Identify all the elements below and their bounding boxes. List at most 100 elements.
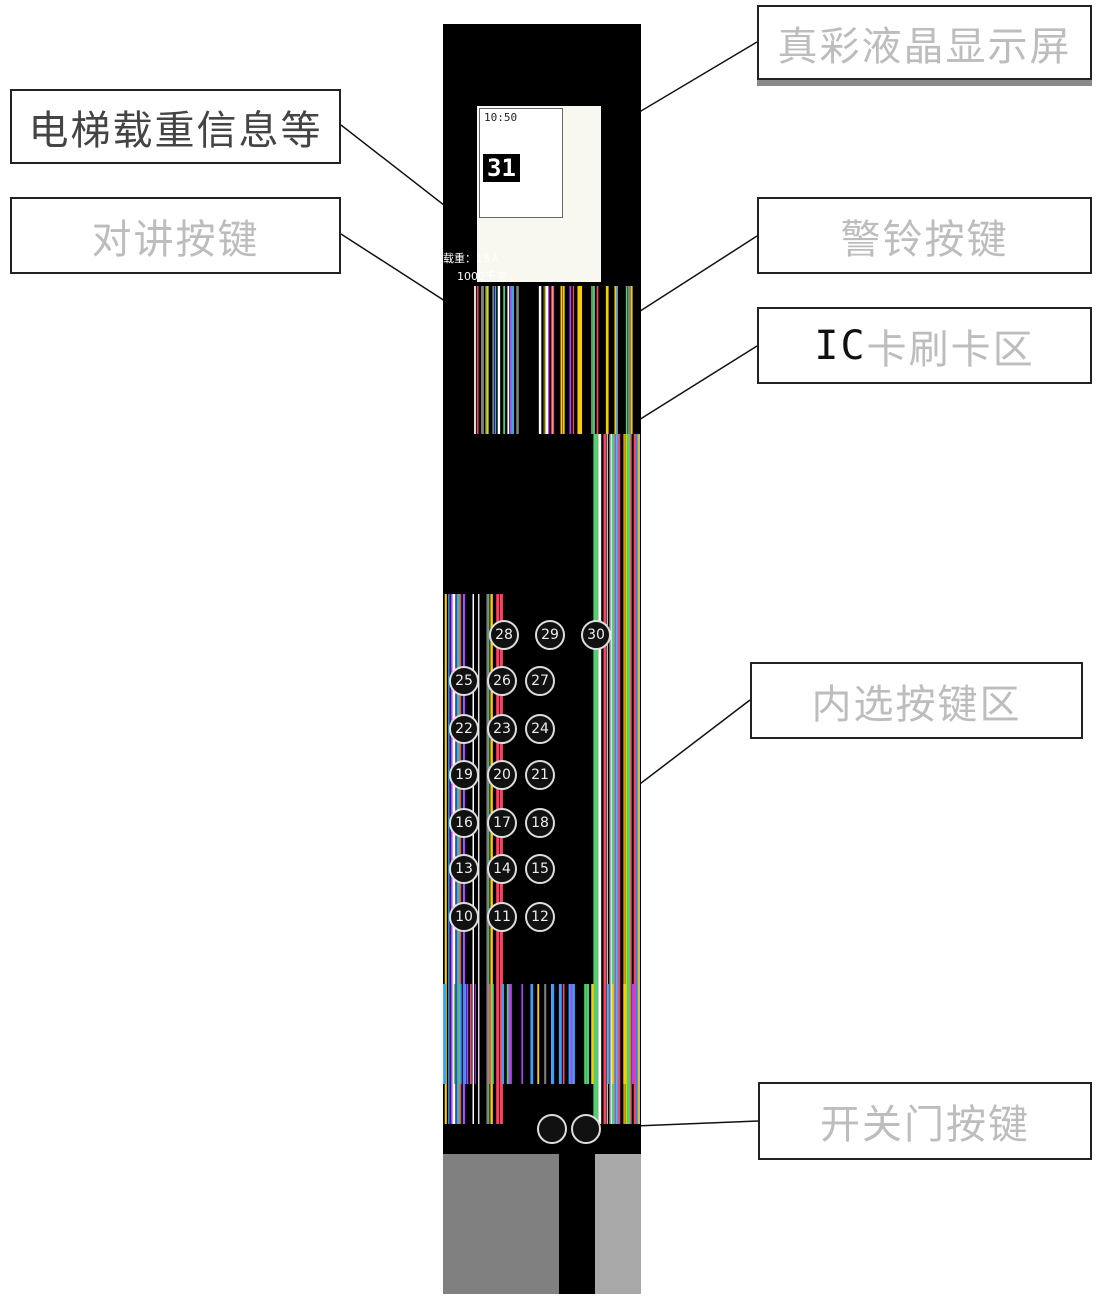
callout-info-label: 电梯载重信息等 <box>28 107 323 154</box>
artifact-stripe <box>614 286 617 434</box>
artifact-stripe <box>626 434 630 1124</box>
floor-button-16[interactable]: 16 <box>449 808 479 838</box>
artifact-stripe <box>508 984 512 1084</box>
artifact-stripe <box>510 286 514 434</box>
artifact-stripe <box>544 984 547 1084</box>
floor-button-23[interactable]: 23 <box>487 714 517 744</box>
artifact-stripe <box>443 984 446 1084</box>
artifact-stripe <box>497 286 501 434</box>
artifact-stripe <box>538 286 542 434</box>
artifact-stripe <box>611 984 614 1084</box>
floor-button-26[interactable]: 26 <box>487 666 517 696</box>
artifact-stripe <box>448 594 450 1124</box>
artifact-stripe <box>598 434 602 1124</box>
floor-button-29[interactable]: 29 <box>535 620 565 650</box>
artifact-stripe <box>494 286 497 434</box>
artifact-stripe <box>537 984 540 1084</box>
artifact-stripe <box>551 286 553 434</box>
callout-floor-buttons: 内选按键区 <box>750 662 1083 739</box>
floor-button-14[interactable]: 14 <box>487 854 517 884</box>
artifact-stripe <box>570 984 573 1084</box>
floor-button-15[interactable]: 15 <box>525 854 555 884</box>
floor-button-13[interactable]: 13 <box>449 854 479 884</box>
artifact-stripe <box>486 594 489 1124</box>
callout-lcd-label: 真彩液晶显示屏 <box>777 23 1072 70</box>
artifact-stripe <box>628 434 632 1124</box>
artifact-stripe <box>632 984 635 1084</box>
clock-text: 10:50 <box>484 111 518 124</box>
floor-button-11[interactable]: 11 <box>487 902 517 932</box>
floor-button-17[interactable]: 17 <box>487 808 517 838</box>
artifact-stripe <box>507 286 510 434</box>
floor-button-18[interactable]: 18 <box>525 808 555 838</box>
floor-button-24[interactable]: 24 <box>525 714 555 744</box>
callout-info: 电梯载重信息等 <box>10 89 341 164</box>
floor-button-25[interactable]: 25 <box>449 666 479 696</box>
artifact-stripe <box>568 984 571 1084</box>
artifact-stripe <box>592 286 595 434</box>
artifact-stripe <box>476 286 479 434</box>
artifact-stripe <box>611 434 615 1124</box>
artifact-stripe <box>627 286 631 434</box>
artifact-stripe <box>562 286 565 434</box>
artifact-stripe <box>474 984 476 1084</box>
artifact-stripe <box>478 594 480 1124</box>
artifact-stripe <box>562 984 565 1084</box>
artifact-stripe <box>572 984 575 1084</box>
artifact-stripe <box>548 286 550 434</box>
callout-alarm: 警铃按键 <box>757 197 1092 274</box>
artifact-stripe <box>466 984 469 1084</box>
panel-base-dark <box>559 1154 595 1294</box>
artifact-stripe <box>516 286 519 434</box>
artifact-stripe <box>637 434 640 1124</box>
artifact-stripe <box>444 594 447 1124</box>
artifact-stripe <box>474 286 476 434</box>
floor-button-28[interactable]: 28 <box>489 620 519 650</box>
artifact-stripe <box>606 434 608 1124</box>
callout-intercom-label: 对讲按键 <box>91 216 260 263</box>
floor-button-12[interactable]: 12 <box>525 902 555 932</box>
door-open-button[interactable] <box>537 1114 567 1144</box>
artifact-stripe <box>470 984 472 1084</box>
floor-button-27[interactable]: 27 <box>525 666 555 696</box>
artifact-stripe <box>569 286 572 434</box>
artifact-stripe <box>584 984 587 1084</box>
artifact-stripe <box>623 984 626 1084</box>
artifact-stripe <box>603 434 606 1124</box>
artifact-stripe <box>607 984 610 1084</box>
artifact-stripe <box>596 434 599 1124</box>
artifact-stripe <box>503 286 506 434</box>
artifact-stripe <box>506 984 509 1084</box>
floor-button-21[interactable]: 21 <box>525 760 555 790</box>
artifact-stripe <box>591 984 594 1084</box>
artifact-stripe <box>464 984 467 1084</box>
floor-button-20[interactable]: 20 <box>487 760 517 790</box>
artifact-stripe <box>633 434 637 1124</box>
callout-alarm-label: 警铃按键 <box>840 216 1009 263</box>
lcd-clock: 10:50 <box>479 108 563 218</box>
floor-button-22[interactable]: 22 <box>449 714 479 744</box>
artifact-stripe <box>593 434 596 1124</box>
floor-button-19[interactable]: 19 <box>449 760 479 790</box>
load-info-line2: 1000千克 <box>457 270 507 283</box>
artifact-stripe <box>492 286 495 434</box>
panel-base-light <box>595 1154 641 1294</box>
artifact-stripe <box>509 286 512 434</box>
door-close-button[interactable] <box>571 1114 601 1144</box>
artifact-stripe <box>552 286 555 434</box>
artifact-stripe <box>610 434 612 1124</box>
artifact-stripe <box>595 434 598 1124</box>
callout-door-buttons: 开关门按键 <box>758 1082 1092 1160</box>
artifact-stripe <box>481 286 484 434</box>
artifact-stripe <box>616 286 618 434</box>
artifact-stripe <box>546 286 549 434</box>
artifact-stripe <box>551 984 555 1084</box>
artifact-stripe <box>489 984 491 1084</box>
artifact-stripe <box>636 434 639 1124</box>
floor-button-30[interactable]: 30 <box>581 620 611 650</box>
floor-button-10[interactable]: 10 <box>449 902 479 932</box>
artifact-stripe <box>630 434 632 1124</box>
artifact-stripe <box>501 984 505 1084</box>
